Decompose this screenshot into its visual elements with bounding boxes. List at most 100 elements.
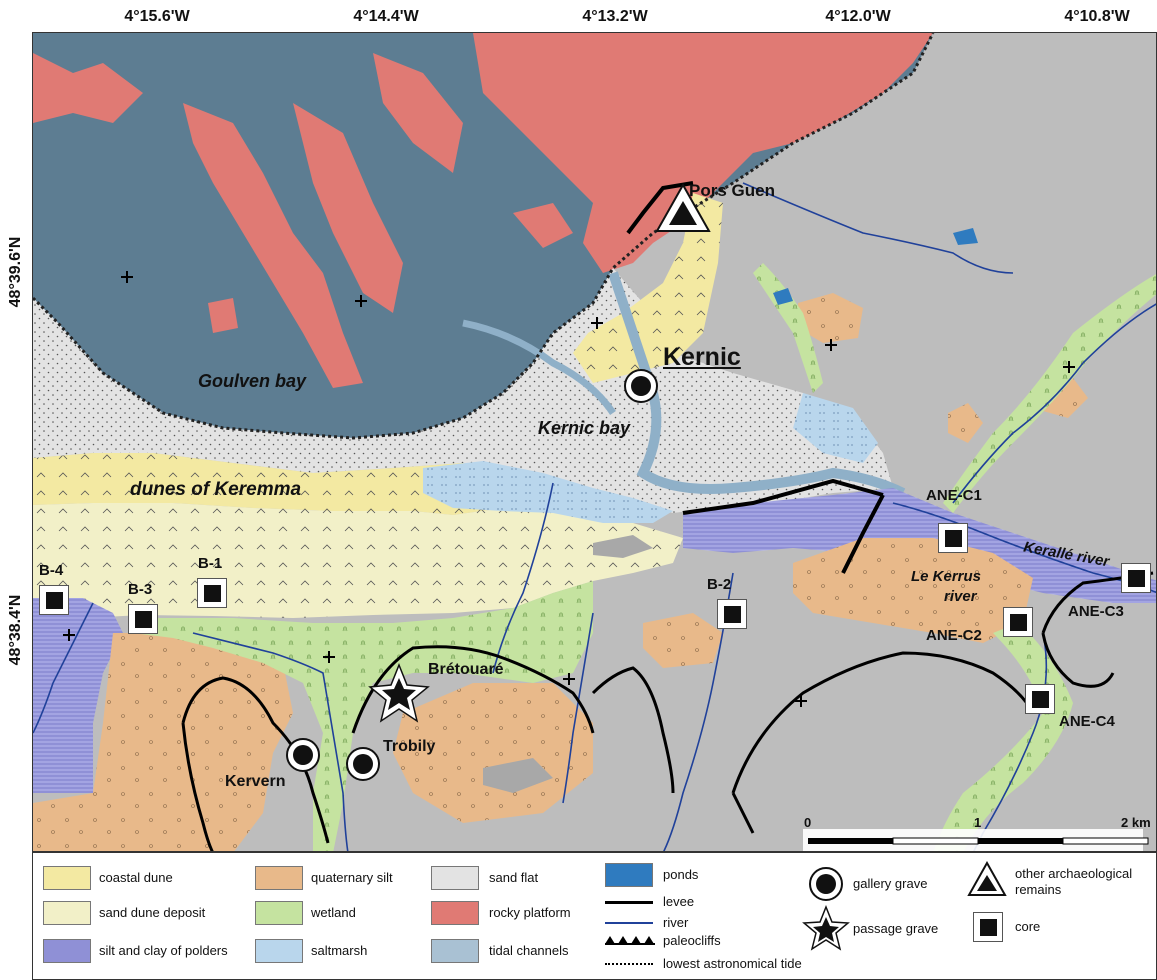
legend-swatch-coastal-dune: [43, 866, 91, 890]
legend-label: lowest astronomical tide: [663, 956, 802, 971]
core-label: B-4: [39, 562, 64, 579]
core-label: B-2: [707, 576, 732, 593]
trobily-label: Trobily: [383, 738, 436, 755]
paleocliff-line: [181, 676, 330, 844]
legend-label: wetland: [311, 905, 356, 920]
rocky-platform: [373, 53, 463, 173]
river-line: [952, 303, 1156, 504]
silt-clay-polders: [33, 598, 123, 793]
legend-swatch-tidal: [431, 939, 479, 963]
kervern-label: Kervern: [225, 773, 286, 790]
levee-line: [841, 494, 885, 574]
legend: coastal dune sand dune deposit silt and …: [32, 852, 1157, 980]
geomorphological-map[interactable]: Goulven bay Kernic bay dunes of Keremma …: [32, 32, 1157, 852]
legend-label: remains: [1015, 882, 1062, 897]
legend-swatch-river: [605, 922, 653, 924]
paleocliffs: [181, 571, 1154, 851]
pond: [773, 288, 793, 305]
le-kerrus-label: Le Kerrus: [911, 568, 982, 585]
scale-label-1: 1: [974, 815, 982, 830]
dunes-label: dunes of Keremma: [130, 479, 302, 500]
legend-label: paleocliffs: [663, 933, 721, 948]
sand-flat: [33, 268, 893, 513]
legend-swatch-sand-dune: [43, 901, 91, 925]
other-remains-marker: [655, 182, 711, 232]
core-label: B-3: [128, 581, 153, 598]
river-line: [192, 632, 349, 851]
wetland: [133, 581, 593, 851]
sand-dune-deposit: [33, 493, 683, 618]
legend-label: coastal dune: [99, 870, 173, 885]
core-marker[interactable]: [1025, 684, 1055, 714]
saltmarsh: [793, 393, 878, 463]
legend-swatch-paleocliffs: [605, 936, 655, 945]
quaternary-silt: [948, 403, 983, 443]
legend-label: ponds: [663, 867, 699, 882]
scale-label-0: 0: [804, 815, 812, 830]
core-marker[interactable]: [197, 578, 227, 608]
latitude-label: 48°38.4'N: [7, 594, 24, 666]
kernic-bay-label: Kernic bay: [538, 418, 631, 438]
gallery-grave-trobily[interactable]: [346, 747, 380, 781]
longitude-label: 4°14.4'W: [353, 8, 419, 25]
legend-swatch-quaternary: [255, 866, 303, 890]
core-label: ANE-C1: [926, 487, 982, 504]
core-marker[interactable]: [717, 599, 747, 629]
saltmarsh: [423, 461, 673, 523]
legend-swatch-saltmarsh: [255, 939, 303, 963]
core-label: ANE-C2: [926, 627, 982, 644]
gallery-grave-kervern[interactable]: [286, 738, 320, 772]
quaternary-silt: [793, 538, 1033, 643]
legend-swatch-silt-clay: [43, 939, 91, 963]
river-line: [33, 602, 94, 734]
quaternary-silt: [643, 613, 723, 668]
lowest-tide-line: [33, 33, 935, 440]
legend-label: gallery grave: [853, 876, 928, 891]
legend-label: sand flat: [489, 870, 539, 885]
scale-label-2: 2 km: [1121, 815, 1151, 830]
longitude-axis: 4°15.6'W 4°14.4'W 4°13.2'W 4°12.0'W 4°10…: [0, 0, 1157, 32]
core-marker[interactable]: [128, 604, 158, 634]
longitude-label: 4°10.8'W: [1064, 8, 1130, 25]
coastal-dune: [573, 193, 723, 383]
longitude-label: 4°13.2'W: [582, 8, 648, 25]
core-label: ANE-C3: [1068, 603, 1124, 620]
legend-swatch-rocky: [431, 901, 479, 925]
legend-label: river: [663, 915, 689, 930]
legend-label: saltmarsh: [311, 943, 368, 958]
river-line: [492, 482, 554, 674]
legend-swatch-levee: [605, 901, 653, 904]
latitude-label: 48°39.6'N: [7, 236, 24, 308]
core-marker[interactable]: [1003, 607, 1033, 637]
quaternary-silt: [798, 293, 863, 343]
rocky-platform: [183, 103, 363, 388]
longitude-label: 4°12.0'W: [825, 8, 891, 25]
core-marker[interactable]: [938, 523, 968, 553]
pors-guen-label: Pors Guen: [689, 181, 775, 200]
core-marker[interactable]: [1121, 563, 1151, 593]
legend-label: passage grave: [853, 921, 939, 936]
kernic-label: Kernic: [663, 343, 741, 371]
legend-swatch-ponds: [605, 863, 653, 887]
rocky-platform: [513, 203, 573, 248]
scale-bar: [803, 829, 1149, 851]
legend-label: silt and clay of polders: [99, 943, 228, 958]
legend-swatch-sand-flat: [431, 866, 479, 890]
le-kerrus-river-label: river: [944, 588, 977, 605]
legend-label: levee: [663, 894, 695, 909]
core-label: B-1: [198, 555, 223, 572]
bretouare-label: Brétouaré: [428, 661, 504, 678]
legend-swatch-wetland: [255, 901, 303, 925]
gallery-grave-kernic[interactable]: [624, 369, 658, 403]
legend-passage-grave-icon: [802, 905, 850, 951]
rocky-platform: [33, 53, 143, 123]
paleocliff-line: [731, 792, 755, 834]
core-label: ANE-C4: [1059, 713, 1115, 730]
latitude-axis: 48°39.6'N 48°38.4'N: [0, 32, 32, 852]
rocky-platform: [473, 33, 933, 273]
legend-other-remains-icon: [967, 861, 1007, 896]
wetland: [753, 263, 823, 393]
legend-gallery-grave-icon: [809, 867, 843, 901]
pond: [953, 228, 978, 245]
core-marker[interactable]: [39, 585, 69, 615]
